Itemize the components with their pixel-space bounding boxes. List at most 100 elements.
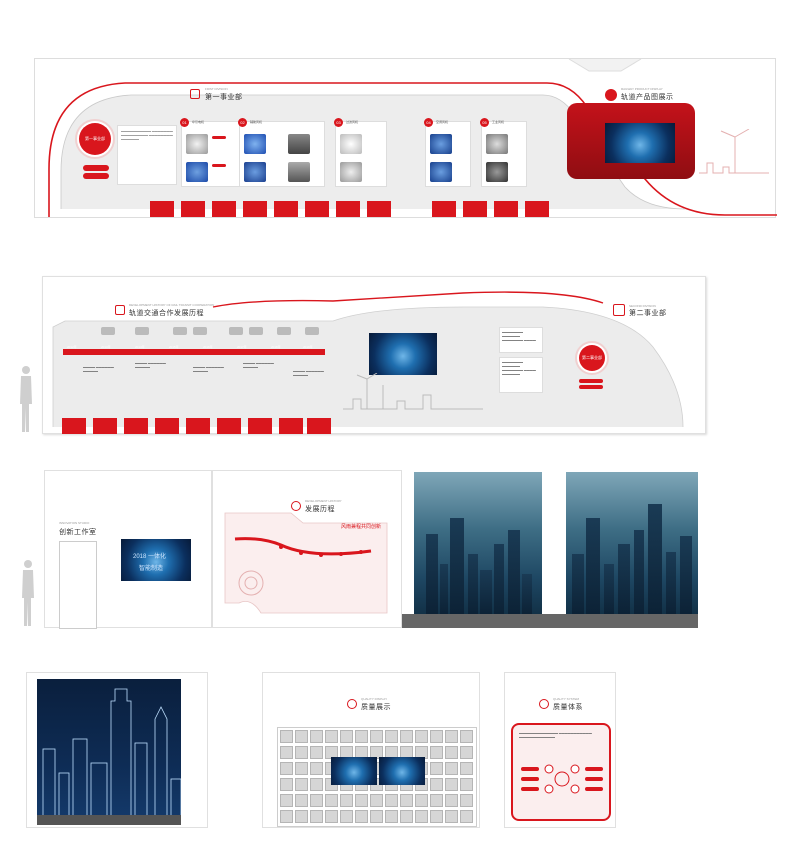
s1-red-square [243, 201, 267, 217]
grid-cell [430, 730, 443, 743]
s2-badge-label-2 [579, 385, 603, 389]
product-card-2: 02 辅助风机 [238, 118, 325, 187]
grid-cell [280, 778, 293, 791]
grid-cell [295, 762, 308, 775]
section2-right-logo-icon [613, 304, 625, 316]
product-tag-3: 03 [334, 118, 343, 127]
s2-badge-label-1 [579, 379, 603, 383]
city-wind-illustration [343, 373, 483, 410]
human-silhouette [20, 366, 32, 432]
night-city-floor [37, 815, 181, 825]
quality-sys-title: 质量体系 [553, 704, 583, 711]
train-thumb [135, 327, 149, 335]
s1-red-square [494, 201, 518, 217]
grid-cell [295, 778, 308, 791]
grid-cell [430, 762, 443, 775]
section1-panel: FIRST DIVISION 第一事业部 第一事业部 ▬▬▬▬▬▬▬▬▬▬ ▬▬… [34, 58, 777, 218]
grid-cell [325, 794, 338, 807]
product-card-4: 04 空调风机 [424, 118, 471, 187]
train-thumb [101, 327, 115, 335]
city-panel-2 [566, 472, 698, 614]
train-thumb [249, 327, 263, 335]
section2-screen [369, 333, 437, 375]
quality-sys-text: ▬▬▬▬▬▬▬▬▬▬▬▬▬ ▬▬▬▬▬▬▬▬▬▬▬ ▬▬▬▬▬▬▬▬▬▬▬▬ [519, 731, 592, 739]
product-name-3: 过滤风机 [346, 120, 359, 124]
s2-red-square [124, 418, 148, 434]
studio-door [59, 541, 97, 629]
city-floor [402, 614, 698, 628]
section1-logo-icon [190, 89, 200, 99]
grid-cell [295, 810, 308, 823]
grid-cell [460, 794, 473, 807]
section2-right-subtitle: SECOND DIVISION [629, 304, 656, 308]
quality-show-logo-icon [347, 699, 357, 709]
grid-cell [400, 730, 413, 743]
night-city [37, 679, 181, 821]
section1-right-title: 轨道产品图展示 [621, 94, 674, 101]
section1-right-logo-icon [605, 89, 617, 101]
grid-cell [310, 794, 323, 807]
quality-show-grid [277, 727, 477, 827]
train-thumb [229, 327, 243, 335]
s1-red-square [336, 201, 360, 217]
year-label: 2018年 [271, 345, 281, 349]
grid-cell [415, 730, 428, 743]
grid-cell [280, 794, 293, 807]
grid-cell [280, 730, 293, 743]
s1-red-square [212, 201, 236, 217]
grid-cell [400, 810, 413, 823]
grid-cell [325, 810, 338, 823]
history-subtitle: DEVELOPMENT HISTORY [305, 499, 342, 503]
timeline-note: ▬▬▬▬ ▬▬▬▬▬▬ ▬▬▬▬▬ [243, 361, 274, 369]
year-label: 2019年 [303, 345, 313, 349]
quality-sys-diagram [521, 764, 603, 794]
history-logo-icon [291, 501, 301, 511]
studio-screen-text-1: 2018 一体化 [133, 554, 167, 560]
wind-turbine-illustration [699, 129, 769, 174]
section1-subtitle: FIRST DIVISION [205, 87, 228, 91]
s2-red-square [217, 418, 241, 434]
product-card-3: 03 过滤风机 [334, 118, 387, 187]
grid-cell [430, 794, 443, 807]
grid-cell [400, 794, 413, 807]
quality-sys-logo-icon [539, 699, 549, 709]
grid-cell [310, 746, 323, 759]
section2-title: 轨道交通合作发展历程 [129, 310, 204, 317]
year-label: 2013年 [101, 345, 111, 349]
quality-show-panel: QUALITY DISPLAY 质量展示 [262, 672, 480, 828]
grid-cell [445, 794, 458, 807]
grid-cell [310, 762, 323, 775]
badge-label-2 [83, 173, 109, 179]
grid-cell [385, 810, 398, 823]
grid-cell [310, 810, 323, 823]
section2-panel: DEVELOPMENT HISTORY OF RAIL TRANSIT COOP… [42, 276, 706, 434]
grid-cell [385, 794, 398, 807]
year-label: 2017年 [237, 345, 247, 349]
grid-cell [370, 794, 383, 807]
studio-title: 创新工作室 [59, 529, 97, 536]
section2-text-card-1: ▬▬▬▬▬▬▬ ▬▬▬▬▬▬ ▬▬▬▬▬▬▬ ▬▬▬▬ [499, 327, 543, 353]
s1-red-square [305, 201, 329, 217]
s1-red-square [432, 201, 456, 217]
product-tag-4: 04 [424, 118, 433, 127]
s1-red-square [150, 201, 174, 217]
s2-red-square [155, 418, 179, 434]
history-panel: DEVELOPMENT HISTORY 发展历程 风雨兼程共同创新 [212, 470, 402, 628]
product-tag-2: 02 [238, 118, 247, 127]
city-panel-1 [414, 472, 542, 614]
studio-screen-text-2: 智能制造 [139, 566, 164, 572]
timeline-note: ▬▬▬▬ ▬▬▬▬▬▬ ▬▬▬▬▬ [193, 365, 224, 373]
product-tag-1: 01 [180, 118, 189, 127]
studio-screen [121, 539, 191, 581]
studio-subtitle: INNOVATION STUDIO [59, 521, 90, 525]
product-name-4: 空调风机 [436, 120, 449, 124]
grid-cell [370, 810, 383, 823]
year-label: 2016年 [203, 345, 213, 349]
quality-show-screen-1 [331, 757, 377, 785]
history-banner: 风雨兼程共同创新 [341, 524, 382, 530]
grid-cell [445, 746, 458, 759]
section1-badge: 第一事业部 [79, 123, 111, 155]
product-name-1: 牵引电机 [192, 120, 205, 124]
quality-sys-panel: QUALITY SYSTEM 质量体系 ▬▬▬▬▬▬▬▬▬▬▬▬▬ ▬▬▬▬▬▬… [504, 672, 616, 828]
grid-cell [340, 810, 353, 823]
